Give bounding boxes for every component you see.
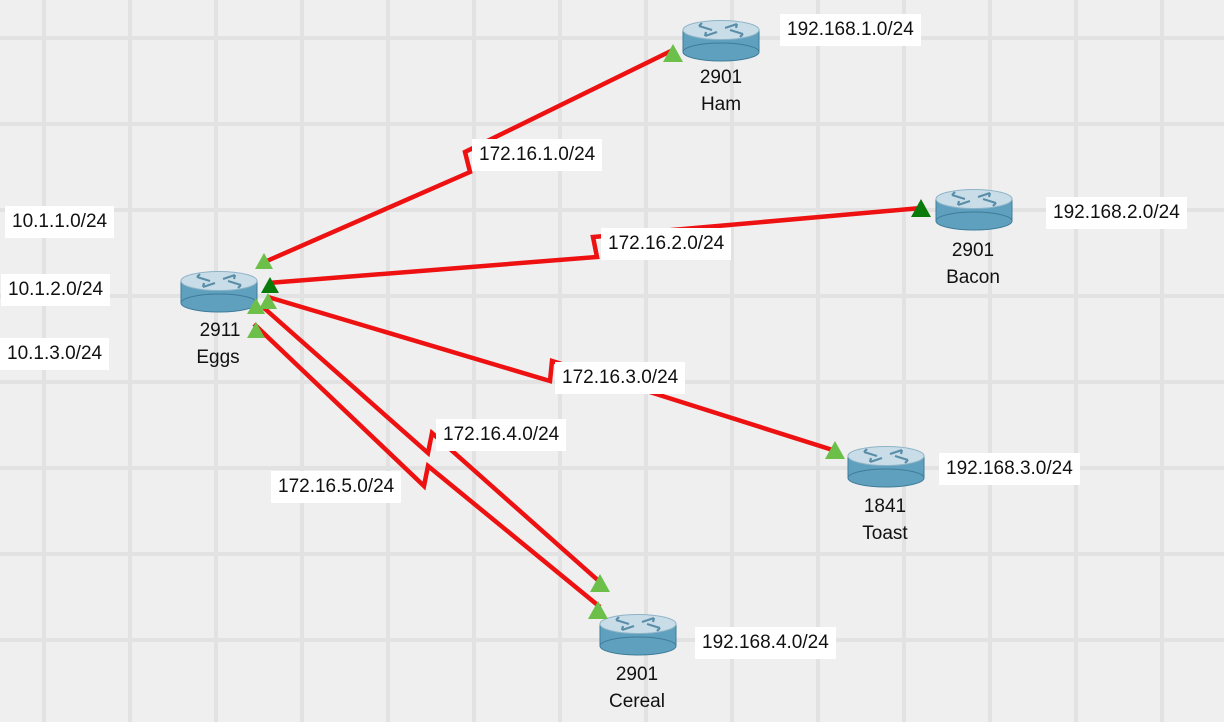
router-icon-toast[interactable] [846,445,926,489]
network-label-lan-bacon[interactable]: 192.168.2.0/24 [1046,197,1187,229]
network-label-lan-eggs-3[interactable]: 10.1.3.0/24 [0,338,110,370]
port-up-ham [663,44,683,62]
network-label-link-cereal-a[interactable]: 172.16.4.0/24 [436,419,567,451]
network-label-lan-toast[interactable]: 192.168.3.0/24 [939,453,1080,485]
device-name-cereal: Cereal [609,691,665,712]
device-name-bacon: Bacon [946,267,1000,288]
network-label-link-ham[interactable]: 172.16.1.0/24 [472,139,603,171]
port-up-eggs-toast [259,293,277,309]
port-up-dark-eggs-bacon [261,277,279,293]
port-up-eggs-cereal-a [247,298,265,314]
serial-link-eggs-cereal-a[interactable] [262,306,603,585]
device-name-eggs: Eggs [196,347,240,368]
network-label-link-bacon[interactable]: 172.16.2.0/24 [601,228,732,260]
device-model-bacon: 2901 [951,240,995,261]
device-name-toast: Toast [862,523,908,544]
device-model-ham: 2901 [699,67,743,88]
serial-links [252,47,922,609]
port-up-cereal-a [590,574,610,592]
device-model-toast: 1841 [863,496,907,517]
network-label-lan-eggs-2[interactable]: 10.1.2.0/24 [1,274,111,306]
device-model-eggs: 2911 [199,320,241,341]
network-label-lan-cereal[interactable]: 192.168.4.0/24 [695,627,836,659]
network-label-lan-ham[interactable]: 192.168.1.0/24 [780,14,921,46]
network-label-link-cereal-b[interactable]: 172.16.5.0/24 [271,471,402,503]
serial-link-eggs-toast[interactable] [267,294,840,455]
port-up-dark-bacon [911,199,931,217]
port-up-cereal-b [588,601,608,619]
router-icon-cereal[interactable] [598,613,678,657]
link-status-indicators [247,44,931,619]
serial-link-eggs-cereal-b[interactable] [252,322,602,609]
router-icon-ham[interactable] [681,19,761,63]
router-icon-eggs[interactable] [179,270,259,314]
network-label-lan-eggs-1[interactable]: 10.1.1.0/24 [5,206,115,238]
serial-link-eggs-ham[interactable] [259,47,674,267]
port-up-eggs-ham [255,253,273,269]
device-model-cereal: 2901 [615,664,659,685]
router-icon-bacon[interactable] [934,188,1014,232]
device-name-ham: Ham [700,94,742,115]
serial-link-eggs-bacon[interactable] [267,205,922,286]
port-up-eggs-cereal-b [247,322,265,338]
network-label-link-toast[interactable]: 172.16.3.0/24 [555,362,686,394]
port-up-toast [825,441,845,459]
